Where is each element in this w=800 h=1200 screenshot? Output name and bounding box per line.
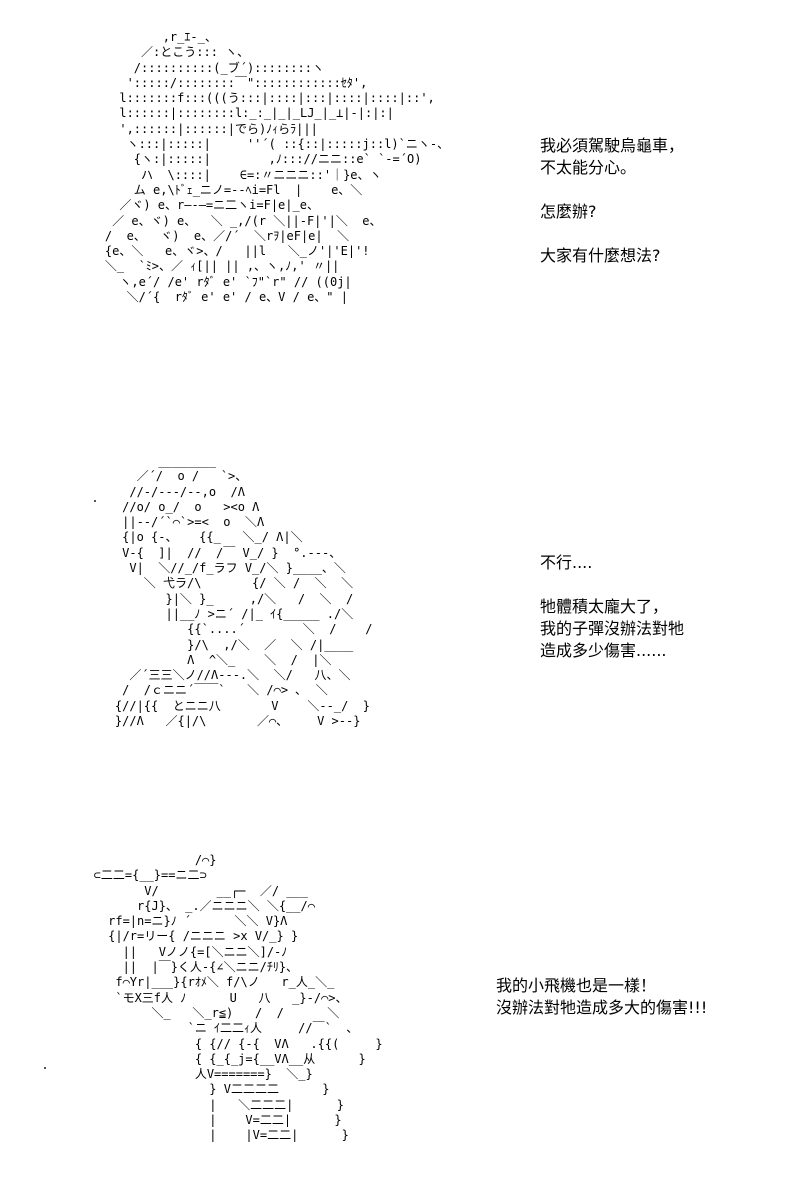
- stray-dot: [44, 1067, 46, 1069]
- dialog-spacer: [540, 223, 684, 245]
- panel-2: ________ ／´/ o / `>、 //-/---/--,o /Λ //o…: [0, 440, 800, 830]
- dialog-line: 不太能分心。: [540, 158, 637, 177]
- dialog-line: 我必須駕駛烏龜車，: [540, 136, 685, 155]
- ascii-art-turtle-driver: ,r_ｴ-_、 ／:とこう::: ヽ、 /::::::::::(_ブ´)::::…: [104, 30, 450, 305]
- dialog-line: 牠體積太龐大了，: [540, 597, 669, 616]
- ascii-art-pilot-with-plane: /⌒} ⊂二二={__}==ニ二⊃ V/ __┌─ ／/ ___ r{J}、 _…: [93, 853, 383, 1143]
- dialog-line: 沒辦法對牠造成多大的傷害!!!: [496, 998, 708, 1017]
- stray-dot: [94, 500, 96, 502]
- dialog-line: 不行....: [540, 553, 593, 572]
- dialog-block-2: 不行.... 牠體積太龐大了， 我的子彈沒辦法對牠 造成多少傷害......: [540, 552, 684, 662]
- dialog-line: 造成多少傷害......: [540, 641, 667, 660]
- panel-3: /⌒} ⊂二二={__}==ニ二⊃ V/ __┌─ ／/ ___ r{J}、 _…: [0, 845, 800, 1200]
- dialog-spacer: [540, 179, 684, 201]
- dialog-line: 怎麼辦?: [540, 202, 597, 221]
- dialog-block-3: 我的小飛機也是一樣！ 沒辦法對牠造成多大的傷害!!!: [496, 975, 707, 1019]
- dialog-spacer: [540, 574, 684, 596]
- dialog-line: 我的小飛機也是一樣！: [496, 976, 657, 995]
- dialog-line: 大家有什麼想法?: [540, 246, 661, 265]
- ascii-art-gunner: ________ ／´/ o / `>、 //-/---/--,o /Λ //o…: [114, 454, 373, 729]
- dialog-line: 我的子彈沒辦法對牠: [540, 619, 685, 638]
- panel-1: ,r_ｴ-_、 ／:とこう::: ヽ、 /::::::::::(_ブ´)::::…: [0, 0, 800, 420]
- dialog-block-1: 我必須駕駛烏龜車， 不太能分心。 怎麼辦? 大家有什麼想法?: [540, 135, 684, 267]
